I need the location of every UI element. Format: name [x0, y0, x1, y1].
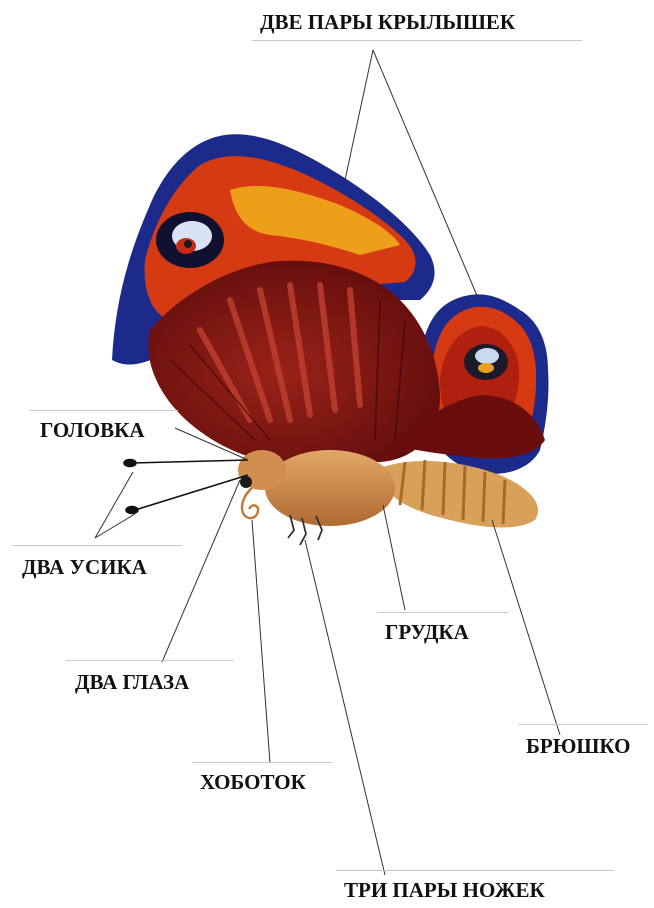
label-underline: [252, 40, 582, 41]
label-underline: [336, 870, 614, 871]
label-abdomen: БРЮШКО: [526, 734, 630, 759]
label-head: ГОЛОВКА: [40, 418, 145, 443]
label-underline: [12, 545, 182, 546]
label-two-antennae: ДВА УСИКА: [22, 555, 147, 580]
label-underline: [30, 410, 178, 411]
label-underline: [377, 612, 509, 613]
label-underline: [192, 762, 332, 763]
label-proboscis: ХОБОТОК: [200, 770, 306, 795]
label-underline: [66, 660, 234, 661]
label-two-eyes: ДВА ГЛАЗА: [75, 670, 189, 695]
label-underline: [518, 724, 648, 725]
label-two-pairs-of-wings: ДВЕ ПАРЫ КРЫЛЫШЕК: [260, 10, 515, 35]
proboscis-coil: [242, 488, 258, 518]
label-thorax: ГРУДКА: [385, 620, 469, 645]
label-three-pairs-of-legs: ТРИ ПАРЫ НОЖЕК: [344, 878, 545, 903]
